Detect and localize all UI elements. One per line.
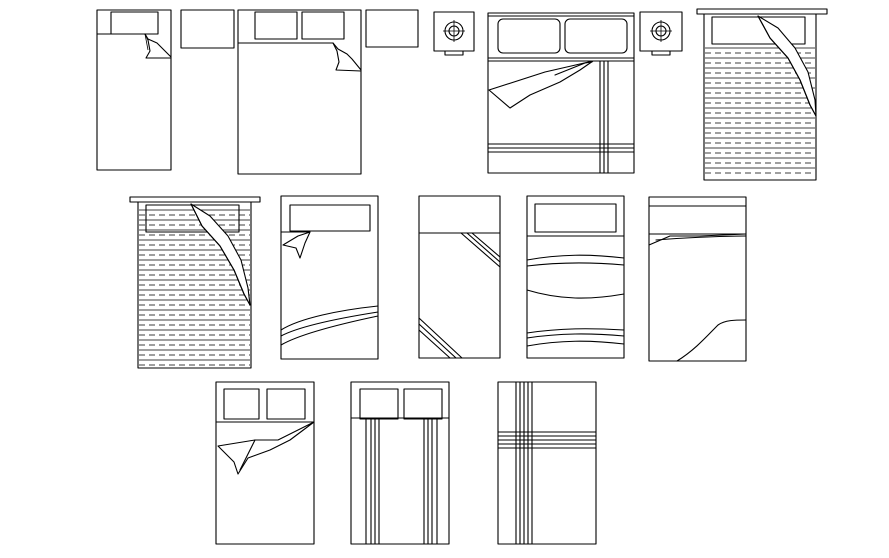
single-bed-striped-blanket	[696, 8, 828, 181]
single-bed-wave-lines	[526, 195, 625, 359]
bed-plaid-pattern	[497, 381, 597, 545]
single-bed-curl-sheet	[280, 195, 379, 360]
nightstand-with-lamp	[639, 11, 683, 56]
double-bed-vertical-stripes	[350, 381, 450, 545]
pillow	[365, 9, 419, 48]
nightstand-with-lamp	[433, 11, 475, 56]
double-bed-folded-sheet	[237, 9, 362, 175]
single-bed-striped-blanket	[129, 196, 261, 369]
double-bed-folded-corner	[215, 381, 315, 545]
single-bed-headboard-curve	[648, 196, 747, 362]
double-bed-headboard-folded-sheet	[487, 12, 635, 174]
single-bed-folded-sheet	[96, 9, 172, 171]
single-bed-diagonal-sheet	[418, 195, 501, 359]
pillow	[180, 9, 235, 49]
